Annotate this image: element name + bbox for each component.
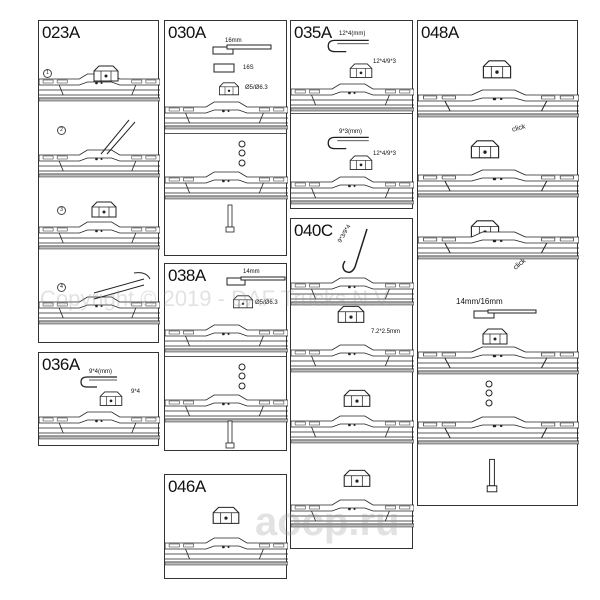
- hook-icon: [327, 39, 370, 53]
- click-label: click: [511, 123, 527, 134]
- arm-lift-icon: [100, 119, 136, 155]
- panel-title: 040C: [294, 221, 333, 240]
- dimension-label: 7.2*2.5mm: [371, 329, 401, 335]
- bolt-icon: [486, 458, 498, 493]
- adapter-icon: [99, 391, 123, 406]
- j-hook-icon: [342, 228, 368, 274]
- dimension-label: 12*4/9*3: [373, 59, 397, 65]
- blade-diagram: [291, 83, 414, 112]
- washer-stack-icon: [485, 380, 493, 407]
- panel-title: 046A: [168, 477, 206, 496]
- adapter-icon: [343, 469, 371, 487]
- dimension-label: Ø5/Ø6.3: [245, 85, 268, 91]
- blade-diagram: [291, 499, 414, 528]
- step-number: 1: [43, 69, 52, 78]
- panel-038a: 038A 14mm Ø5/Ø6.3: [164, 263, 288, 451]
- blade-diagram: [39, 221, 160, 250]
- divider: [165, 133, 286, 134]
- dimension-label: 14mm/16mm: [456, 297, 503, 306]
- blade-diagram: [291, 176, 414, 205]
- divider: [165, 356, 286, 357]
- blade-diagram: [165, 171, 288, 200]
- hook-icon: [327, 136, 370, 150]
- blade-diagram: [418, 169, 579, 198]
- panel-035a: 035A 12*4(mm) 12*4/9*3 9*3(mm) 12*4/9*3: [290, 20, 414, 209]
- washer-stack-icon: [238, 363, 246, 390]
- clip-part-icon: [212, 44, 272, 55]
- blade-diagram: [418, 89, 579, 118]
- blade-diagram: [39, 296, 160, 325]
- panel-title: 048A: [421, 23, 459, 42]
- dimension-label: 12*4/9*3: [373, 151, 397, 157]
- blade-diagram: [418, 231, 579, 260]
- bolt-icon: [225, 204, 235, 233]
- panel-title: 038A: [168, 266, 206, 285]
- panel-030a: 030A 16mm 16S Ø5/Ø6.3: [164, 20, 288, 256]
- dimension-label: 9*3(mm): [339, 129, 363, 135]
- adapter-icon: [232, 295, 254, 309]
- adapter-icon: [482, 60, 512, 79]
- dimension-label: 12*4(mm): [339, 31, 366, 37]
- adapter-icon: [93, 65, 119, 82]
- blade-diagram: [165, 324, 288, 353]
- panel-title: 023A: [42, 23, 80, 42]
- adapter-icon: [218, 82, 240, 96]
- panel-023a: 023A 1 2 3 4: [38, 20, 160, 343]
- adapter-icon: [470, 140, 500, 159]
- adapter-icon: [91, 201, 117, 218]
- blade-diagram: [165, 101, 288, 130]
- dimension-label: 9*4(mm): [89, 369, 113, 375]
- panel-title: 030A: [168, 23, 206, 42]
- adapter-icon: [349, 63, 373, 78]
- bolt-icon: [225, 420, 235, 449]
- adapter-icon: [343, 389, 371, 407]
- dimension-label: 16mm: [225, 38, 242, 44]
- adapter-icon: [337, 305, 365, 323]
- step-number: 2: [57, 126, 66, 135]
- adapter-icon: [212, 506, 240, 525]
- arm-slide-icon: [93, 272, 151, 300]
- washer-stack-icon: [238, 140, 246, 167]
- spacer-icon: [213, 63, 235, 73]
- divider: [291, 113, 412, 114]
- panel-title: 036A: [42, 355, 80, 374]
- blade-diagram: [291, 344, 414, 373]
- adapter-icon: [349, 155, 373, 170]
- panel-title: 035A: [294, 23, 332, 42]
- dimension-label: 14mm: [243, 269, 260, 275]
- clip-part-icon: [473, 309, 537, 319]
- step-number: 3: [57, 206, 66, 215]
- clip-part-icon: [226, 276, 286, 286]
- blade-diagram: [165, 537, 288, 566]
- dimension-label: 16S: [243, 65, 254, 71]
- blade-diagram: [418, 346, 579, 375]
- blade-diagram: [39, 411, 160, 440]
- dimension-label: Ø5/Ø6.3: [255, 300, 278, 306]
- panel-036a: 036A 9*4(mm) 9*4: [38, 352, 160, 446]
- step-number: 4: [57, 283, 66, 292]
- blade-diagram: [291, 415, 414, 444]
- hook-icon: [80, 376, 118, 388]
- dimension-label: 9*4: [131, 389, 141, 395]
- panel-040c: 040C 9*3/9*4 7.2*2.5mm: [290, 218, 414, 549]
- panel-048a: 048A click click 14mm/16mm: [417, 20, 579, 506]
- panel-046a: 046A: [164, 474, 288, 579]
- blade-diagram: [418, 416, 579, 445]
